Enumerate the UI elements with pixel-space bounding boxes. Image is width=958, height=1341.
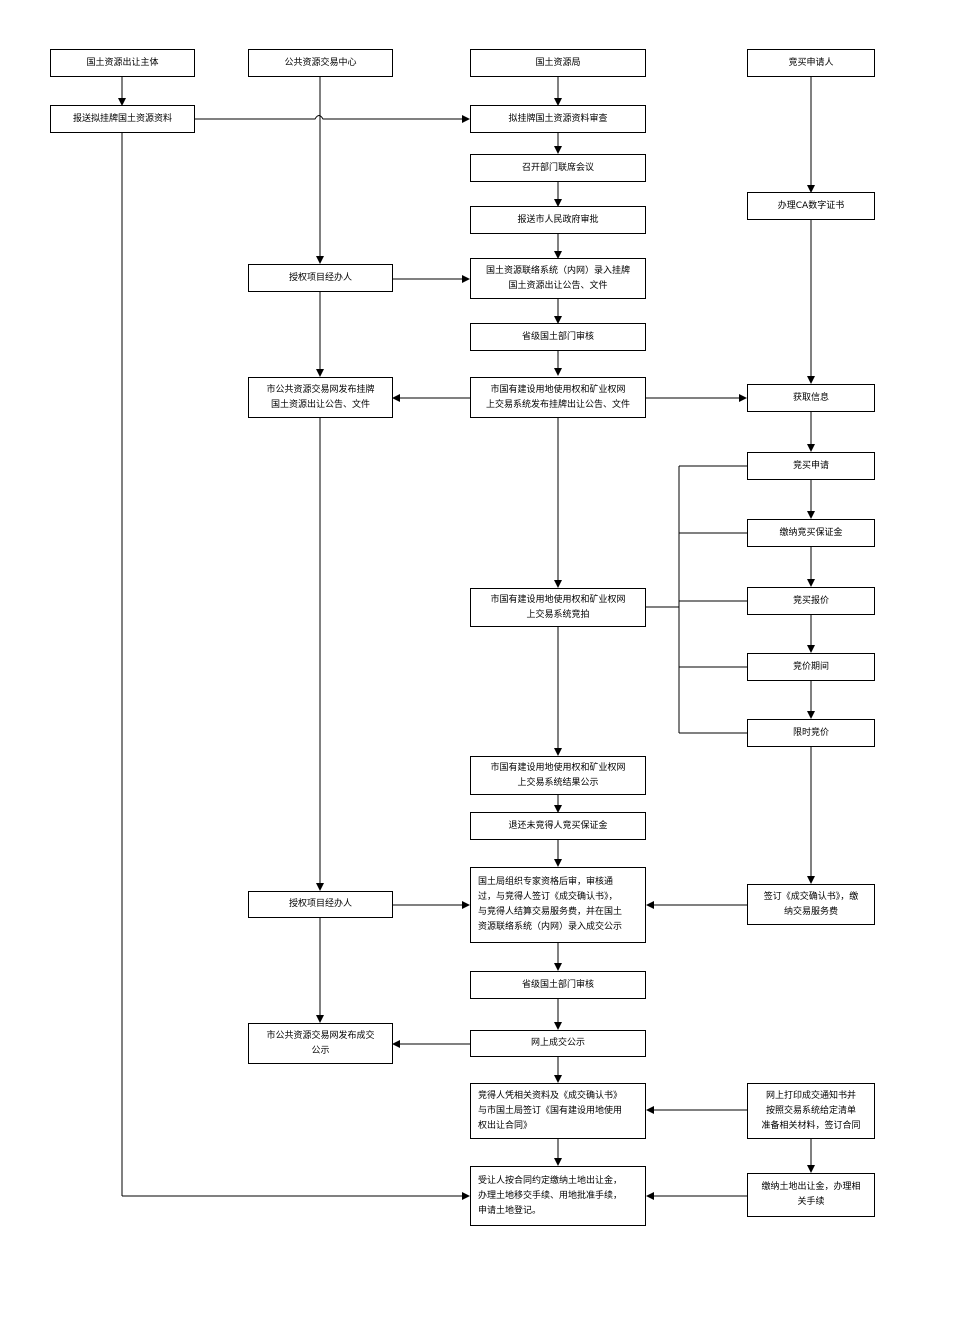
- node-refund: 退还未竞得人竞买保证金: [470, 812, 646, 840]
- node-prov1: 省级国土部门审核: [470, 323, 646, 351]
- node-auth1: 授权项目经办人: [248, 264, 393, 292]
- node-expire: 竞价期间: [747, 653, 875, 681]
- node-pubdeal: 市公共资源交易网发布成交 公示: [248, 1023, 393, 1064]
- node-gov: 报送市人民政府审批: [470, 206, 646, 234]
- node-contract: 竞得人凭相关资料及《成交确认书》 与市国土局签订《国有建设用地使用 权出让合同》: [470, 1083, 646, 1139]
- node-applicant: 竞买申请人: [747, 49, 875, 77]
- node-sysbid: 市国有建设用地使用权和矿业权网 上交易系统竞拍: [470, 588, 646, 627]
- node-auth2: 授权项目经办人: [248, 891, 393, 918]
- node-ca: 办理CA数字证书: [747, 192, 875, 220]
- node-review: 拟挂牌国土资源资料审查: [470, 105, 646, 133]
- node-entry: 国土资源联络系统（内网）录入挂牌 国土资源出让公告、文件: [470, 258, 646, 299]
- node-sign: 签订《成交确认书》，缴 纳交易服务费: [747, 884, 875, 925]
- node-online: 网上成交公示: [470, 1030, 646, 1057]
- node-subject: 国土资源出让主体: [50, 49, 195, 77]
- node-sysrel: 市国有建设用地使用权和矿业权网 上交易系统发布挂牌出让公告、文件: [470, 377, 646, 418]
- node-center: 公共资源交易中心: [248, 49, 393, 77]
- node-qual: 国土局组织专家资格后审，审核通 过，与竞得人签订《成交确认书》， 与竞得人结算交…: [470, 867, 646, 943]
- node-apply: 竞买申请: [747, 452, 875, 480]
- node-final: 受让人按合同约定缴纳土地出让金， 办理土地移交手续、用地批准手续， 申请土地登记…: [470, 1166, 646, 1226]
- node-deposit: 缴纳竞买保证金: [747, 519, 875, 547]
- node-info: 获取信息: [747, 384, 875, 412]
- node-result: 市国有建设用地使用权和矿业权网 上交易系统结果公示: [470, 756, 646, 795]
- node-pay: 缴纳土地出让金，办理相 关手续: [747, 1173, 875, 1217]
- node-limit: 限时竞价: [747, 719, 875, 747]
- node-prov2: 省级国土部门审核: [470, 971, 646, 999]
- node-bureau: 国土资源局: [470, 49, 646, 77]
- node-print: 网上打印成交通知书并 按照交易系统给定清单 准备相关材料，签订合同: [747, 1083, 875, 1139]
- node-pubnet: 市公共资源交易网发布挂牌 国土资源出让公告、文件: [248, 377, 393, 418]
- node-report: 报送拟挂牌国土资源资料: [50, 105, 195, 133]
- node-meeting: 召开部门联席会议: [470, 154, 646, 182]
- arrow-report-to-review: [194, 115, 470, 123]
- node-bid: 竞买报价: [747, 587, 875, 615]
